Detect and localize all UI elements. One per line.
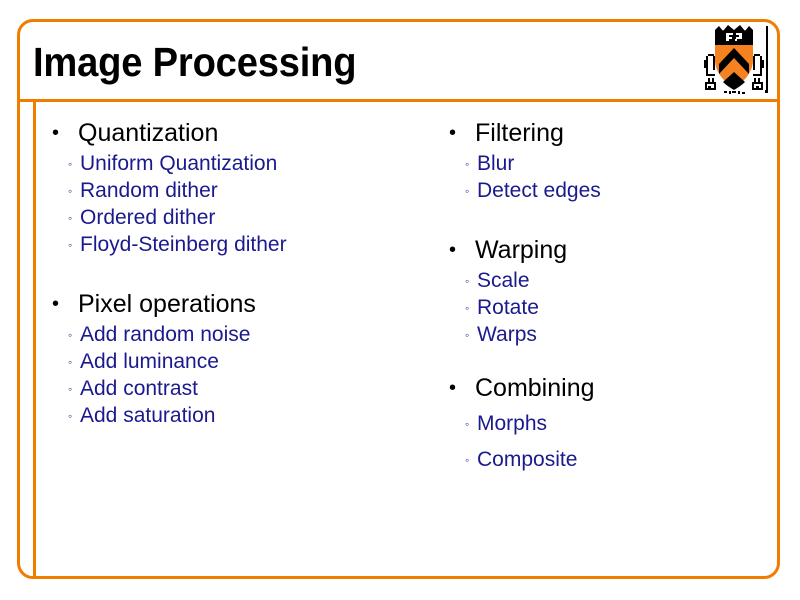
bullet-level2-label: Detect edges	[477, 179, 601, 202]
bullet-level1-label: Filtering	[475, 119, 564, 147]
bullet-circle-icon: ◦	[465, 301, 470, 315]
bullet-group: • Pixel operations ◦ Add random noise ◦ …	[46, 289, 441, 430]
bullet-circle-icon: ◦	[68, 157, 73, 171]
bullet-level2-label: Composite	[477, 448, 578, 471]
bullet-level2: ◦ Composite	[443, 442, 773, 478]
bullet-circle-icon: ◦	[68, 238, 73, 252]
bullet-circle-icon: ◦	[68, 211, 73, 225]
bullet-group: • Filtering ◦ Blur ◦ Detect edges	[443, 118, 773, 205]
bullet-dot-icon: •	[52, 293, 60, 315]
bullet-level2-label: Warps	[477, 323, 537, 346]
bullet-dot-icon: •	[52, 122, 60, 144]
bullet-circle-icon: ◦	[465, 157, 470, 171]
bullet-level2: ◦ Ordered dither	[46, 205, 441, 232]
bullet-level1: • Filtering	[443, 118, 773, 149]
bullet-group: • Quantization ◦ Uniform Quantization ◦ …	[46, 118, 441, 259]
bullet-level2-label: Ordered dither	[80, 206, 216, 229]
bullet-level2: ◦ Blur	[443, 151, 773, 178]
body-inner-vertical-rule	[33, 101, 36, 578]
bullet-circle-icon: ◦	[465, 328, 470, 342]
bullet-level1-label: Combining	[475, 374, 595, 402]
bullet-level1-label: Warping	[475, 236, 568, 264]
bullet-level2-label: Add contrast	[80, 377, 198, 400]
bullet-circle-icon: ◦	[465, 274, 470, 288]
slide-frame-border	[17, 19, 780, 579]
bullet-circle-icon: ◦	[68, 355, 73, 369]
group-spacer	[443, 207, 773, 235]
bullet-level1: • Quantization	[46, 118, 441, 149]
bullet-level2: ◦ Rotate	[443, 295, 773, 322]
bullet-level2: ◦ Add saturation	[46, 403, 441, 430]
bullet-level2: ◦ Warps	[443, 322, 773, 349]
bullet-level2-label: Scale	[477, 269, 530, 292]
bullet-group: • Warping ◦ Scale ◦ Rotate ◦ Warps	[443, 235, 773, 349]
bullet-level2-label: Random dither	[80, 179, 218, 202]
bullet-level2-label: Rotate	[477, 296, 539, 319]
bullet-column-right: • Filtering ◦ Blur ◦ Detect edges • Warp…	[443, 118, 773, 480]
bullet-level1: • Combining	[443, 373, 773, 404]
bullet-level2: ◦ Random dither	[46, 178, 441, 205]
title-divider-rule	[17, 99, 780, 102]
princeton-shield-logo	[702, 24, 776, 96]
group-spacer	[443, 351, 773, 373]
bullet-level2: ◦ Detect edges	[443, 178, 773, 205]
bullet-level2: ◦ Add contrast	[46, 376, 441, 403]
bullet-level2-label: Floyd-Steinberg dither	[80, 233, 287, 256]
bullet-circle-icon: ◦	[465, 417, 470, 431]
bullet-column-left: • Quantization ◦ Uniform Quantization ◦ …	[46, 118, 441, 432]
bullet-circle-icon: ◦	[68, 328, 73, 342]
bullet-circle-icon: ◦	[465, 453, 470, 467]
bullet-level2: ◦ Morphs	[443, 406, 773, 442]
bullet-level2-label: Add saturation	[80, 404, 216, 427]
title-bar: Image Processing	[0, 19, 800, 99]
bullet-level1: • Pixel operations	[46, 289, 441, 320]
bullet-level2-label: Blur	[477, 152, 515, 175]
bullet-group: • Combining ◦ Morphs ◦ Composite	[443, 373, 773, 478]
bullet-level2: ◦ Floyd-Steinberg dither	[46, 232, 441, 259]
page-title: Image Processing	[33, 39, 357, 85]
group-spacer	[46, 261, 441, 289]
bullet-circle-icon: ◦	[68, 409, 73, 423]
bullet-level1: • Warping	[443, 235, 773, 266]
bullet-circle-icon: ◦	[68, 382, 73, 396]
bullet-level2: ◦ Add random noise	[46, 322, 441, 349]
bullet-level2: ◦ Add luminance	[46, 349, 441, 376]
bullet-dot-icon: •	[449, 122, 457, 144]
bullet-level2-label: Add random noise	[80, 323, 251, 346]
bullet-level2: ◦ Uniform Quantization	[46, 151, 441, 178]
bullet-level2-label: Uniform Quantization	[80, 152, 278, 175]
bullet-dot-icon: •	[449, 377, 457, 399]
bullet-circle-icon: ◦	[68, 184, 73, 198]
bullet-level2: ◦ Scale	[443, 268, 773, 295]
bullet-level2-label: Add luminance	[80, 350, 219, 373]
bullet-level2-label: Morphs	[477, 412, 548, 435]
bullet-dot-icon: •	[449, 239, 457, 261]
bullet-level1-label: Quantization	[78, 119, 219, 147]
bullet-circle-icon: ◦	[465, 184, 470, 198]
bullet-level1-label: Pixel operations	[78, 290, 256, 318]
